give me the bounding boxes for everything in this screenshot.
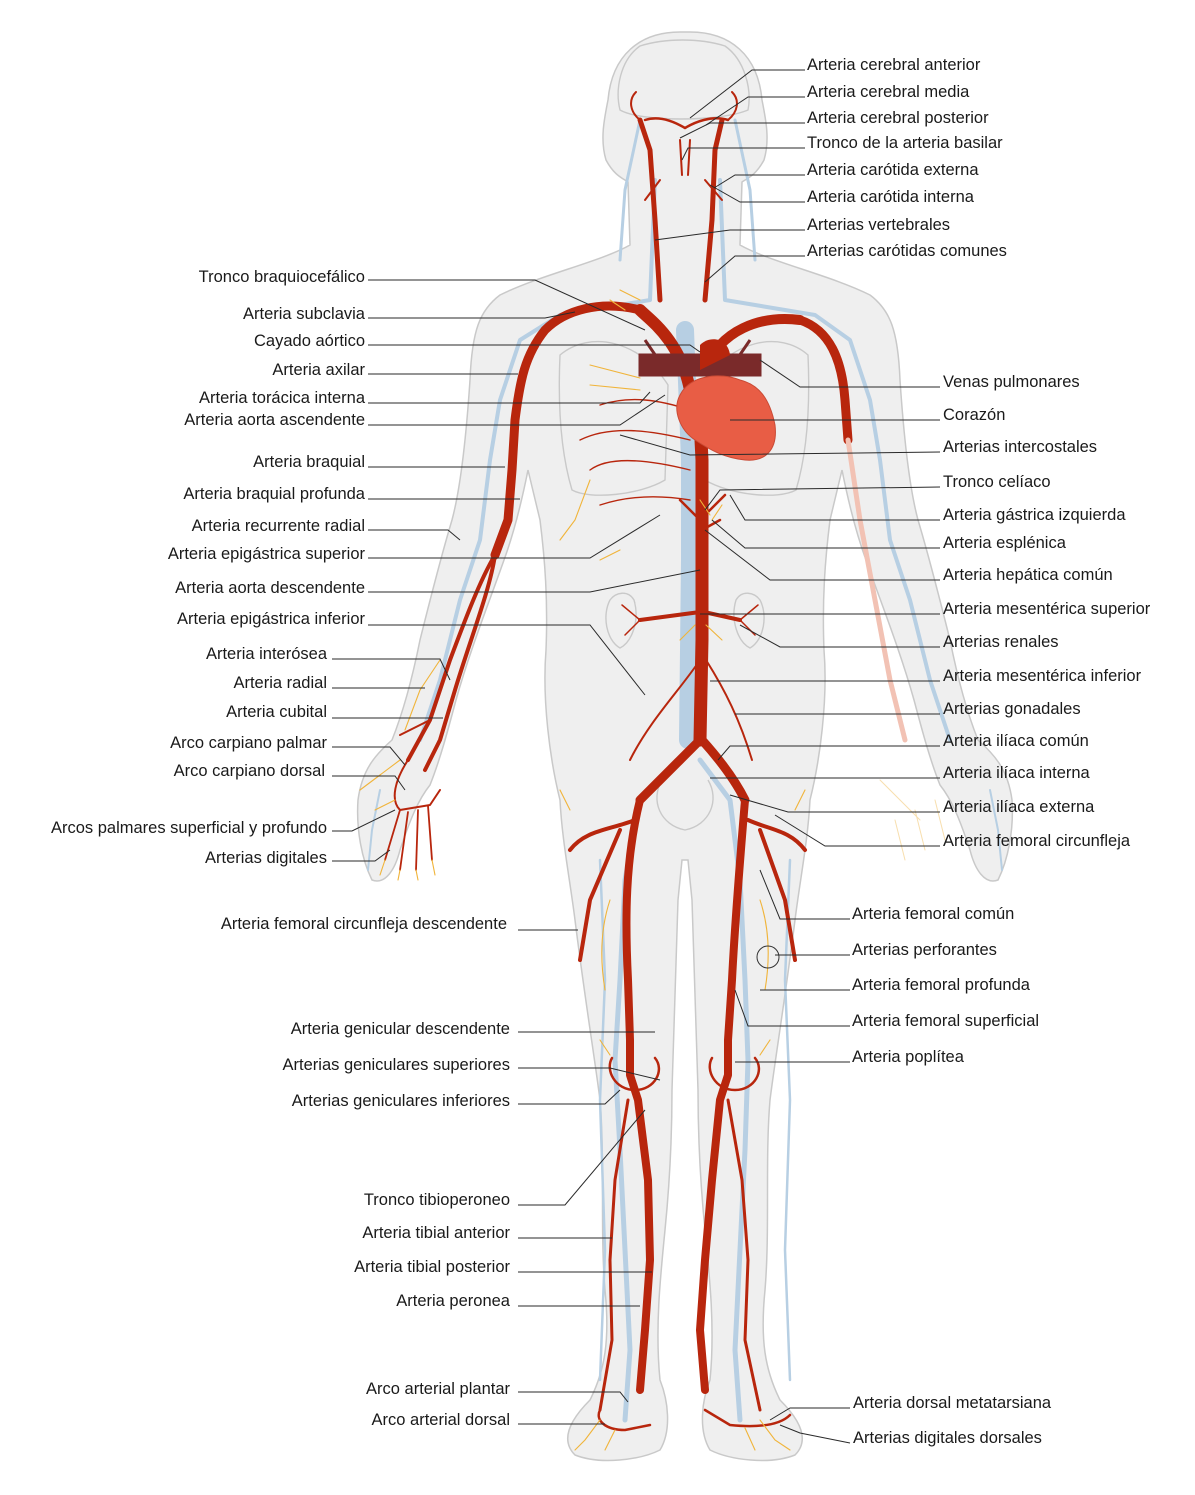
- label-arco-arterial-dorsal: Arco arterial dorsal: [372, 1411, 510, 1429]
- label-arteria-iliaca-comun: Arteria ilíaca común: [943, 732, 1089, 750]
- label-arteria-braquial-profunda: Arteria braquial profunda: [183, 485, 365, 503]
- label-arterias-geniculares-inferiores: Arterias geniculares inferiores: [292, 1092, 510, 1110]
- label-arteria-cubital: Arteria cubital: [226, 703, 327, 721]
- label-arteria-peronea: Arteria peronea: [396, 1292, 511, 1310]
- label-arteria-carotida-interna: Arteria carótida interna: [807, 188, 975, 206]
- label-arco-arterial-plantar: Arco arterial plantar: [366, 1380, 510, 1398]
- label-arteria-carotida-externa: Arteria carótida externa: [807, 161, 979, 179]
- label-arterias-perforantes: Arterias perforantes: [852, 941, 997, 959]
- label-arterias-digitales-dorsales: Arterias digitales dorsales: [853, 1429, 1042, 1447]
- label-arteria-femoral-superficial: Arteria femoral superficial: [852, 1012, 1039, 1030]
- label-arcos-palmares: Arcos palmares superficial y profundo: [51, 819, 327, 837]
- label-arteria-toracica-interna: Arteria torácica interna: [199, 389, 366, 407]
- label-arteria-mesenterica-inferior: Arteria mesentérica inferior: [943, 667, 1142, 685]
- heart-group: [638, 339, 776, 461]
- labels-right: Arteria cerebral anterior Arteria cerebr…: [807, 56, 1151, 1447]
- label-arteria-dorsal-metatarsiana: Arteria dorsal metatarsiana: [853, 1394, 1052, 1412]
- label-arco-carpiano-palmar: Arco carpiano palmar: [170, 734, 327, 752]
- label-arteria-recurrente-radial: Arteria recurrente radial: [192, 517, 365, 535]
- label-tronco-arteria-basilar: Tronco de la arteria basilar: [807, 134, 1003, 152]
- label-arteria-epigastrica-superior: Arteria epigástrica superior: [168, 545, 366, 563]
- label-arteria-axilar: Arteria axilar: [272, 361, 365, 379]
- label-arteria-iliaca-interna: Arteria ilíaca interna: [943, 764, 1091, 782]
- label-venas-pulmonares: Venas pulmonares: [943, 373, 1080, 391]
- label-arteria-aorta-descendente: Arteria aorta descendente: [175, 579, 365, 597]
- label-arteria-femoral-circunfleja: Arteria femoral circunfleja: [943, 832, 1131, 850]
- label-arteria-iliaca-externa: Arteria ilíaca externa: [943, 798, 1095, 816]
- arteries: [384, 91, 908, 1432]
- leader-lines: [332, 69, 941, 1444]
- label-arco-carpiano-dorsal: Arco carpiano dorsal: [174, 762, 325, 780]
- label-arteria-hepatica-comun: Arteria hepática común: [943, 566, 1113, 584]
- label-arterias-gonadales: Arterias gonadales: [943, 700, 1081, 718]
- label-arteria-interosea: Arteria interósea: [206, 645, 328, 663]
- label-arteria-cerebral-anterior: Arteria cerebral anterior: [807, 56, 981, 74]
- perforating-arteries-marker: [756, 945, 780, 969]
- label-arteria-poplitea: Arteria poplítea: [852, 1048, 965, 1066]
- labels-left: Tronco braquiocefálico Arteria subclavia…: [51, 268, 511, 1429]
- label-arteria-epigastrica-inferior: Arteria epigástrica inferior: [177, 610, 365, 628]
- label-arterias-renales: Arterias renales: [943, 633, 1059, 651]
- label-arteria-cerebral-posterior: Arteria cerebral posterior: [807, 109, 989, 127]
- label-arteria-gastrica-izquierda: Arteria gástrica izquierda: [943, 506, 1126, 524]
- label-cayado-aortico: Cayado aórtico: [254, 332, 365, 350]
- label-arteria-braquial: Arteria braquial: [253, 453, 365, 471]
- label-arteria-femoral-comun: Arteria femoral común: [852, 905, 1014, 923]
- label-tronco-celiaco: Tronco celíaco: [943, 473, 1051, 491]
- label-arteria-aorta-ascendente: Arteria aorta ascendente: [184, 411, 365, 429]
- label-arteria-cerebral-media: Arteria cerebral media: [807, 83, 970, 101]
- label-arteria-genicular-descendente: Arteria genicular descendente: [291, 1020, 510, 1038]
- label-arteria-femoral-profunda: Arteria femoral profunda: [852, 976, 1031, 994]
- label-tronco-braquiocefalico: Tronco braquiocefálico: [199, 268, 365, 286]
- label-arterias-intercostales: Arterias intercostales: [943, 438, 1097, 456]
- label-corazon: Corazón: [943, 406, 1005, 424]
- label-arterias-carotidas-comunes: Arterias carótidas comunes: [807, 242, 1007, 260]
- label-tronco-tibioperoneo: Tronco tibioperoneo: [364, 1191, 510, 1209]
- label-arteria-tibial-anterior: Arteria tibial anterior: [362, 1224, 510, 1242]
- heart: [676, 375, 776, 461]
- label-arteria-esplenica: Arteria esplénica: [943, 534, 1067, 552]
- label-arterias-digitales: Arterias digitales: [205, 849, 327, 867]
- small-branches: [359, 289, 946, 1451]
- label-arteria-radial: Arteria radial: [233, 674, 327, 692]
- label-arteria-mesenterica-superior: Arteria mesentérica superior: [943, 600, 1151, 618]
- label-arterias-geniculares-superiores: Arterias geniculares superiores: [283, 1056, 510, 1074]
- label-arterias-vertebrales: Arterias vertebrales: [807, 216, 950, 234]
- label-arteria-tibial-posterior: Arteria tibial posterior: [354, 1258, 510, 1276]
- label-arteria-subclavia: Arteria subclavia: [243, 305, 366, 323]
- label-arteria-femoral-circunfleja-descendente: Arteria femoral circunfleja descendente: [221, 915, 507, 933]
